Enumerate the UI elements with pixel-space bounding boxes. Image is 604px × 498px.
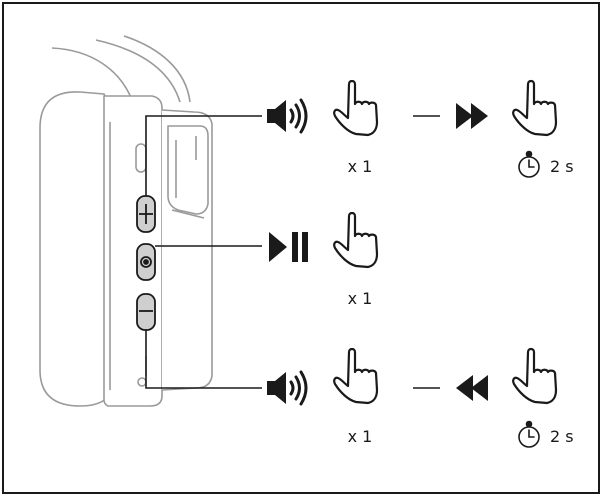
headphone-buttons bbox=[136, 195, 156, 331]
hand-tap-icon bbox=[333, 79, 379, 137]
rewind-icon bbox=[456, 375, 488, 401]
headband-outer bbox=[51, 47, 133, 101]
speaker-icon bbox=[265, 98, 308, 134]
row-volume-up: x 1 2 s bbox=[265, 79, 574, 178]
ear-cushion bbox=[39, 91, 113, 407]
leader-lines bbox=[145, 115, 262, 389]
speaker-icon bbox=[265, 370, 308, 406]
press-count-label: x 1 bbox=[348, 427, 373, 446]
stopwatch-icon bbox=[518, 150, 540, 178]
play-pause-icon bbox=[269, 232, 308, 262]
slider-arm bbox=[167, 125, 209, 215]
fast-forward-icon bbox=[456, 103, 488, 129]
row-play-pause: x 1 bbox=[269, 211, 379, 308]
hold-duration-label: 2 s bbox=[550, 427, 574, 446]
press-count-label: x 1 bbox=[348, 289, 373, 308]
diagram-border bbox=[2, 2, 600, 494]
leader-volume-down bbox=[145, 330, 262, 389]
volume-down-button bbox=[136, 293, 156, 331]
stopwatch-icon bbox=[518, 420, 540, 448]
row-volume-down: x 1 2 s bbox=[265, 347, 574, 448]
hand-tap-icon bbox=[512, 79, 558, 137]
headband-inner bbox=[123, 35, 191, 103]
headband-mid bbox=[95, 39, 181, 103]
hand-tap-icon bbox=[333, 347, 379, 405]
leader-volume-up bbox=[145, 115, 262, 196]
hand-tap-icon bbox=[512, 347, 558, 405]
hold-duration-label: 2 s bbox=[550, 157, 574, 176]
headphone-illustration bbox=[39, 35, 213, 407]
press-count-label: x 1 bbox=[348, 157, 373, 176]
hand-tap-icon bbox=[333, 211, 379, 269]
